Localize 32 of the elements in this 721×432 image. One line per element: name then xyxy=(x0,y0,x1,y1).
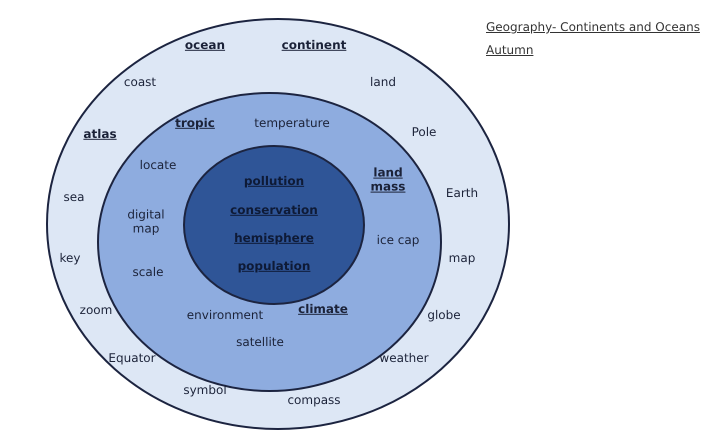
vocabulary-word: environment xyxy=(186,308,264,322)
vocabulary-word: scale xyxy=(132,264,164,280)
vocabulary-word: satellite xyxy=(236,334,284,350)
vocabulary-word: digital map xyxy=(126,208,166,236)
vocabulary-word: atlas xyxy=(83,126,117,142)
vocabulary-word: continent xyxy=(282,38,346,52)
vocabulary-word: pollution xyxy=(244,174,304,188)
vocabulary-word: locate xyxy=(140,158,176,172)
vocabulary-word: Earth xyxy=(446,186,478,200)
vocabulary-word: conservation xyxy=(230,202,318,218)
vocabulary-word: globe xyxy=(427,308,461,322)
vocabulary-word: climate xyxy=(298,302,348,316)
vocabulary-word: Equator xyxy=(108,350,156,366)
vocabulary-word: land mass xyxy=(370,166,406,194)
vocabulary-word: coast xyxy=(124,74,156,90)
vocabulary-word: hemisphere xyxy=(234,230,314,246)
vocabulary-word: sea xyxy=(64,190,84,204)
vocabulary-word: symbol xyxy=(183,382,227,398)
title: Geography- Continents and Oceans xyxy=(486,20,700,34)
vocabulary-word: compass xyxy=(287,392,341,408)
vocabulary-word: temperature xyxy=(254,116,330,130)
subtitle: Autumn xyxy=(486,43,534,57)
vocabulary-word: ocean xyxy=(184,38,226,52)
vocabulary-word: population xyxy=(238,258,310,274)
vocabulary-word: key xyxy=(60,250,80,266)
vocabulary-word: land xyxy=(370,74,396,90)
vocabulary-word: weather xyxy=(379,350,429,366)
vocabulary-word: map xyxy=(448,250,476,266)
vocabulary-word: tropic xyxy=(175,116,215,130)
vocabulary-word: zoom xyxy=(80,302,112,318)
vocabulary-word: Pole xyxy=(412,124,436,140)
vocabulary-word: ice cap xyxy=(376,232,420,248)
